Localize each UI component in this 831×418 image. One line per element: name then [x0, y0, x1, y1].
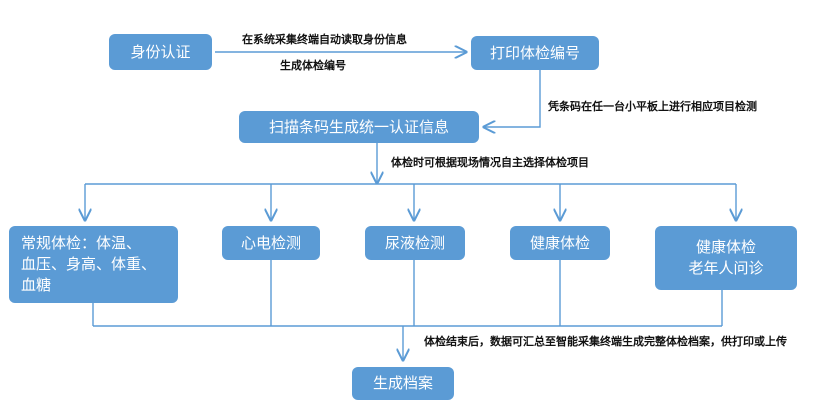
note-summary-upload: 体检结束后，数据可汇总至智能采集终端生成完整体检档案，供打印或上传: [424, 335, 787, 348]
node-print-exam-number: 打印体检编号: [471, 36, 599, 70]
node-identity-auth: 身份认证: [109, 34, 212, 70]
node-health-exam: 健康体检: [510, 226, 610, 260]
node-generate-record: 生成档案: [352, 367, 454, 400]
node-urine-test: 尿液检测: [365, 226, 465, 260]
node-label: 打印体检编号: [489, 43, 580, 62]
node-ecg-test: 心电检测: [222, 226, 320, 260]
note-auto-read-id: 在系统采集终端自动读取身份信息: [242, 33, 407, 46]
note-tablet-exam: 凭条码在任一台小平板上进行相应项目检测: [548, 100, 757, 113]
note-generate-number: 生成体检编号: [280, 59, 346, 72]
node-routine-exam: 常规体检：体温、 血压、身高、体重、 血糖: [9, 226, 178, 303]
node-label: 尿液检测: [384, 233, 445, 252]
node-label: 生成档案: [372, 374, 433, 392]
node-label: 心电检测: [240, 233, 301, 252]
node-label: 健康体检 老年人问诊: [688, 238, 764, 277]
node-elderly-consult: 健康体检 老年人问诊: [655, 226, 797, 290]
note-select-items: 体检时可根据现场情况自主选择体检项目: [391, 156, 589, 169]
arrow-print-to-scan: [484, 70, 541, 127]
node-label: 健康体检: [529, 233, 590, 252]
node-scan-barcode: 扫描条码生成统一认证信息: [239, 111, 479, 143]
node-label: 扫描条码生成统一认证信息: [268, 117, 449, 136]
node-label: 常规体检：体温、 血压、身高、体重、 血糖: [21, 234, 157, 294]
node-label: 身份认证: [130, 42, 191, 61]
